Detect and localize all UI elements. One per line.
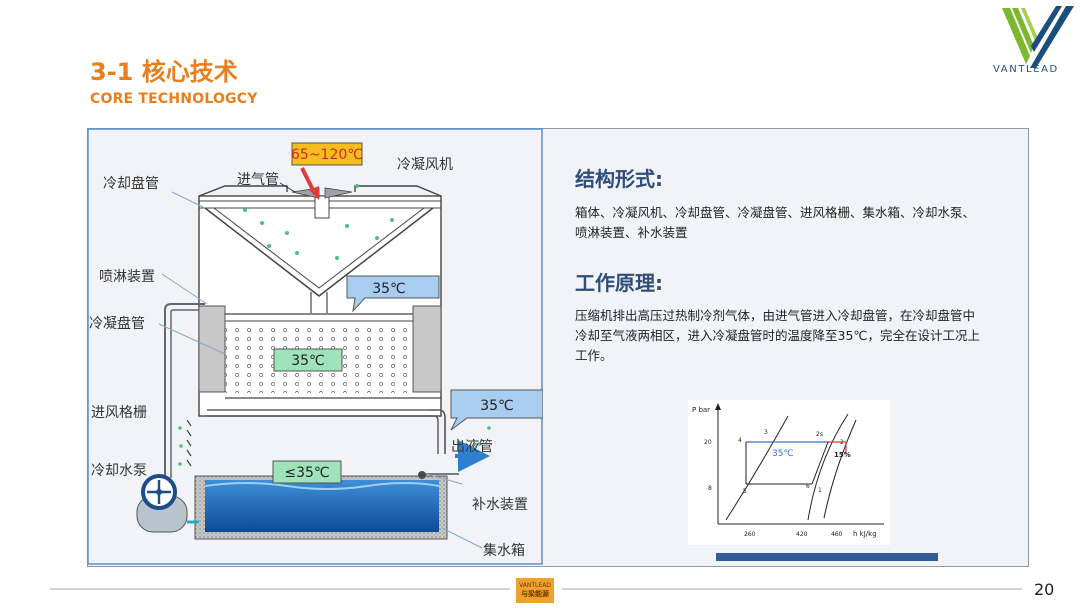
water-temp-label: ≤35℃ bbox=[284, 465, 329, 481]
vantlead-logo-icon bbox=[1002, 6, 1074, 68]
cooling-coil-label: 冷却盘管 bbox=[103, 175, 159, 192]
footer-badge: VANTLEAD 与梁能源 bbox=[516, 578, 554, 603]
water-tank-label: 集水箱 bbox=[483, 542, 525, 559]
air-inlet-grille-label: 进风格栅 bbox=[91, 405, 147, 421]
point-2: 2 bbox=[840, 439, 844, 446]
cooling-pump-label: 冷却水泵 bbox=[91, 463, 147, 479]
structure-heading: 结构形式: bbox=[575, 167, 663, 191]
upper-temp-label: 35℃ bbox=[372, 281, 406, 297]
blue-strip bbox=[716, 553, 938, 561]
x-tick-460: 460 bbox=[831, 531, 843, 538]
outlet-pipe-label: 出液管 bbox=[451, 439, 493, 455]
ph-temp-label: 35℃ bbox=[772, 449, 794, 459]
principle-heading: 工作原理: bbox=[575, 271, 663, 295]
footer-line-right bbox=[562, 588, 1022, 590]
condensing-coil-label: 冷凝盘管 bbox=[89, 315, 145, 332]
spray-label: 喷淋装置 bbox=[99, 269, 155, 285]
x-tick-420: 420 bbox=[796, 531, 808, 538]
point-4: 4 bbox=[738, 437, 742, 444]
page-subtitle: CORE TECHNOLOGCY bbox=[90, 91, 258, 107]
ph-diagram: P bar 20 8 260 420 460 h kJ/kg 4 3 2s 2 … bbox=[688, 400, 890, 545]
footer-badge-line2: 与梁能源 bbox=[521, 590, 549, 598]
footer-line-left bbox=[50, 588, 510, 590]
page-number: 20 bbox=[1034, 580, 1055, 599]
y-tick-20: 20 bbox=[704, 439, 712, 446]
logo-text: VANTLEAD bbox=[993, 64, 1059, 75]
coil-temp-label: 35℃ bbox=[291, 353, 325, 369]
point-1: 1 bbox=[818, 487, 822, 494]
point-5: 5 bbox=[743, 488, 747, 495]
ph-percent-label: 15% bbox=[834, 451, 851, 459]
cooling-tower-diagram: 65~120℃ 35℃ 35℃ 35℃ ≤35℃ 冷却盘管 进气管 冷凝风机 喷… bbox=[87, 128, 543, 565]
point-6: 6 bbox=[806, 483, 810, 490]
outlet-temp-label: 35℃ bbox=[480, 398, 514, 414]
x-tick-260: 260 bbox=[744, 531, 756, 538]
y-tick-8: 8 bbox=[708, 485, 712, 492]
principle-text: 压缩机排出高压过热制冷剂气体，由进气管进入冷却盘管，在冷却盘管中冷却至气液两相区… bbox=[575, 308, 980, 363]
point-3: 3 bbox=[764, 429, 768, 436]
point-2s: 2s bbox=[816, 431, 823, 438]
page-title: 3-1 核心技术 bbox=[90, 58, 238, 86]
x-axis-label: h kJ/kg bbox=[853, 530, 877, 538]
inlet-pipe-label: 进气管 bbox=[237, 172, 279, 188]
footer-badge-line1: VANTLEAD bbox=[519, 582, 551, 589]
water-makeup-label: 补水装置 bbox=[472, 497, 528, 513]
structure-text: 箱体、冷凝风机、冷却盘管、冷凝盘管、进风格栅、集水箱、冷却水泵、喷淋装置、补水装… bbox=[575, 205, 976, 240]
inlet-temp-label: 65~120℃ bbox=[291, 147, 363, 163]
y-axis-label: P bar bbox=[692, 406, 710, 414]
fan-label: 冷凝风机 bbox=[397, 157, 453, 173]
